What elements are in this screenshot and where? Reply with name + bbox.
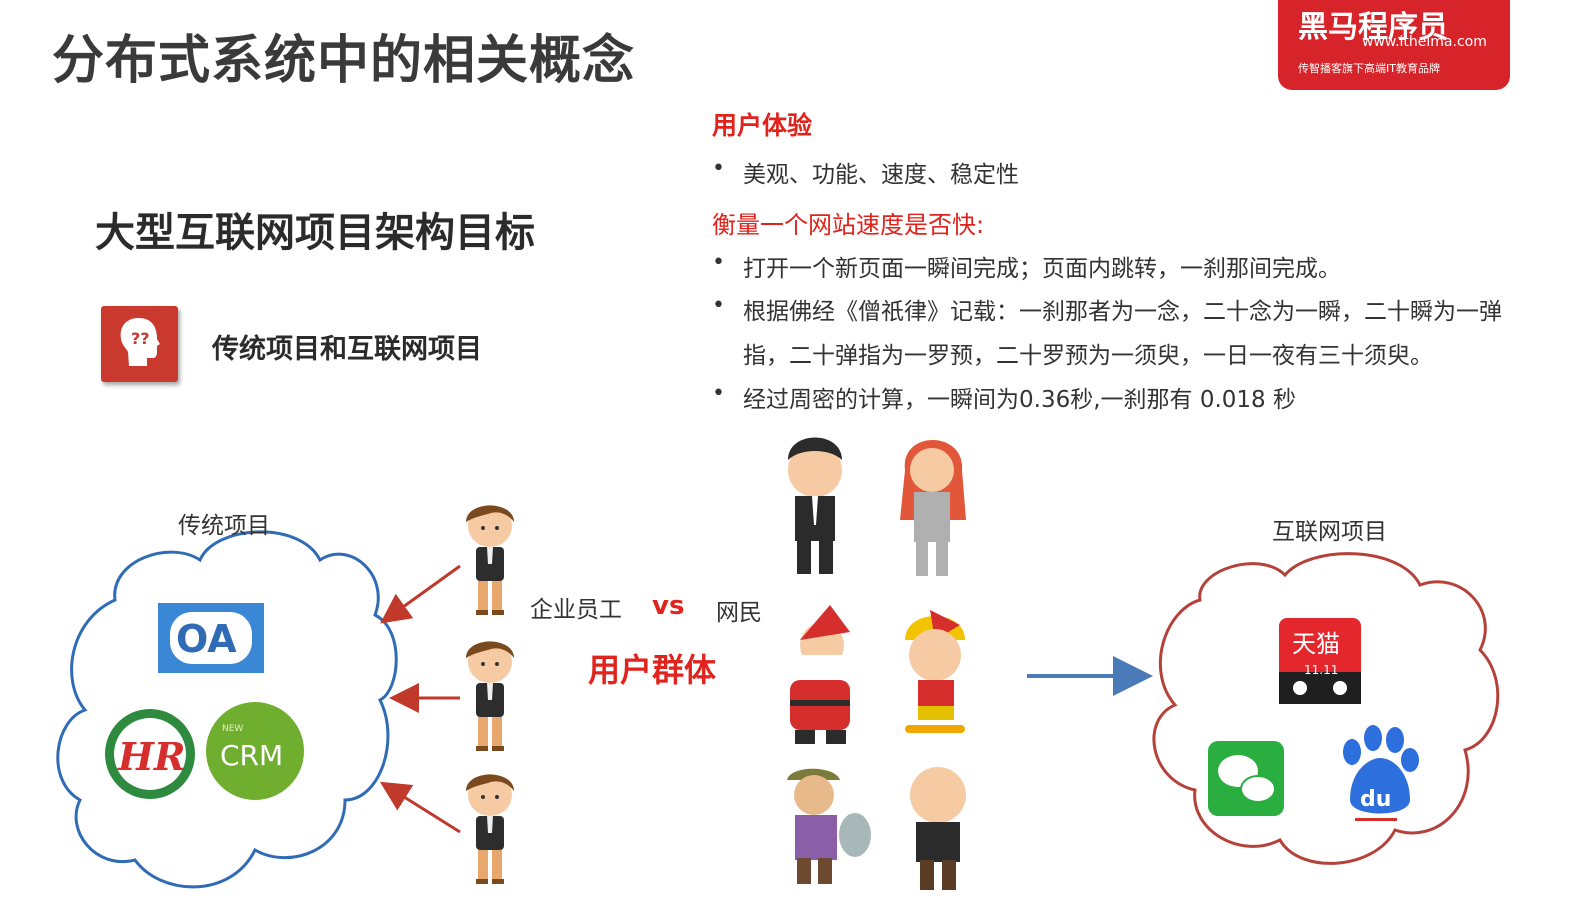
bullet-dot: • xyxy=(712,250,725,275)
logo-slogan: 传智播客旗下高端IT教育品牌 xyxy=(1298,62,1440,75)
netizen-santa xyxy=(790,605,850,744)
employees-label: 企业员工 xyxy=(530,597,622,623)
employee-figure xyxy=(466,774,514,884)
logo-url: www.itheima.com xyxy=(1362,34,1487,50)
user-group-label: 用户群体 xyxy=(588,651,717,689)
tmall-app-icon: 天猫 11.11 xyxy=(1279,618,1361,704)
baidu-text: du xyxy=(1360,787,1391,812)
wechat-app-icon xyxy=(1208,741,1284,816)
baidu-app-icon: du xyxy=(1343,725,1419,821)
speed-bullet-1: 打开一个新页面一瞬间完成；页面内跳转，一刹那间完成。 xyxy=(743,256,1341,282)
netizen-woman xyxy=(900,440,966,576)
crm-small-text: NEW xyxy=(222,724,243,734)
bullet-dot: • xyxy=(712,293,725,318)
oa-text: OA xyxy=(176,617,237,661)
crm-text: CRM xyxy=(220,739,283,772)
internet-project-label: 互联网项目 xyxy=(1272,519,1387,545)
ux-heading: 用户体验 xyxy=(712,111,813,140)
netizen-businessman xyxy=(788,437,842,574)
speed-heading: 衡量一个网站速度是否快: xyxy=(712,211,985,239)
arrow-left xyxy=(379,781,461,834)
traditional-vs-internet-label: 传统项目和互联网项目 xyxy=(212,334,482,365)
vs-label: vs xyxy=(652,591,685,621)
tmall-text: 天猫 xyxy=(1292,630,1340,658)
question-head-icon: ?? xyxy=(101,306,178,382)
page-title: 分布式系统中的相关概念 xyxy=(52,31,636,91)
netizen-old-man xyxy=(787,768,871,884)
traditional-cloud xyxy=(56,530,398,889)
internet-cloud xyxy=(1152,552,1500,865)
ux-bullet: 美观、功能、速度、稳定性 xyxy=(743,162,1019,188)
bullet-dot: • xyxy=(712,156,725,181)
speed-bullet-2: 根据佛经《僧祇律》记载：一刹那者为一念，二十念为一瞬，二十瞬为一弹 xyxy=(743,299,1502,325)
crm-app-icon: NEW CRM xyxy=(206,702,304,800)
employee-figure xyxy=(466,505,514,615)
netizen-kid xyxy=(905,610,965,733)
speed-bullet-3: 经过周密的计算，一瞬间为0.36秒,一刹那有 0.018 秒 xyxy=(743,387,1296,413)
netizen-bald-man xyxy=(910,767,966,890)
hr-app-icon: HR xyxy=(105,709,195,799)
tmall-sub-text: 11.11 xyxy=(1304,663,1338,677)
speed-bullet-2-cont: 指，二十弹指为一罗预，二十罗预为一须臾，一日一夜有三十须臾。 xyxy=(743,343,1433,369)
svg-text:??: ?? xyxy=(131,329,150,348)
logo-brand: 黑马程序员 xyxy=(1298,10,1448,45)
bullet-dot: • xyxy=(712,381,725,406)
traditional-project-label: 传统项目 xyxy=(178,513,270,539)
oa-app-icon: OA xyxy=(158,603,264,673)
employee-figure xyxy=(466,641,514,751)
arrow-left xyxy=(380,564,461,624)
netizens-label: 网民 xyxy=(716,600,762,626)
brand-logo: 黑马程序员 www.itheima.com 传智播客旗下高端IT教育品牌 xyxy=(1278,0,1510,90)
architecture-goal-heading: 大型互联网项目架构目标 xyxy=(95,210,535,256)
hr-text: HR xyxy=(117,734,185,779)
